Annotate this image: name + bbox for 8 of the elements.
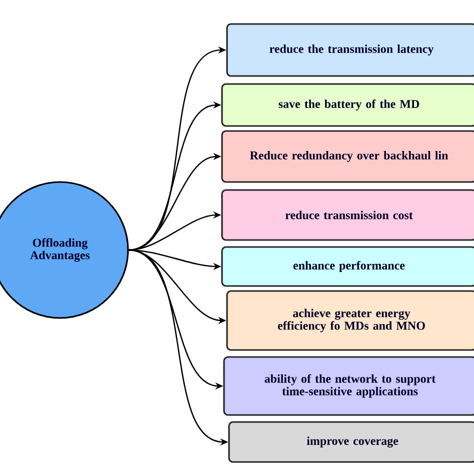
advantage-box: ability of the network to support time-sensitive applications (223, 356, 474, 416)
advantage-box: achieve greater energy efficiency fo MDs and MNO (226, 290, 474, 351)
advantage-box: reduce the transmission latency (226, 23, 474, 77)
advantage-box: reduce transmission cost (221, 189, 474, 241)
advantage-box: Reduce redundancy over backhaul lin (221, 130, 474, 183)
advantage-box: enhance performance (221, 246, 474, 287)
advantage-box: save the battery of the MD (221, 83, 474, 127)
advantage-box: improve coverage (228, 421, 474, 463)
